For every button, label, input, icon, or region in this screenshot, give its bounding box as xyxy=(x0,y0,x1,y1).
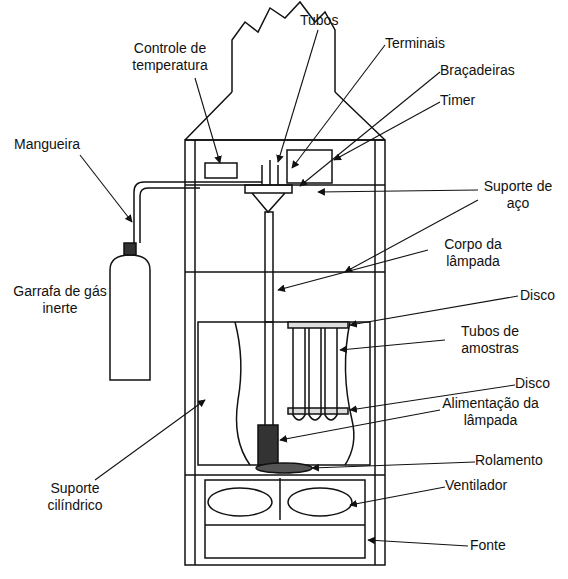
lamp-tubes xyxy=(262,160,278,185)
lamp-fixture xyxy=(245,185,292,212)
cabinet xyxy=(185,140,385,565)
part-label: Tubos de amostras xyxy=(445,323,535,357)
part-label: Suporte de aço xyxy=(478,178,558,212)
part-label: Corpo da lâmpada xyxy=(428,236,518,270)
part-label: Suporte cilíndrico xyxy=(25,480,125,514)
power-supply xyxy=(205,480,365,558)
fan-blade xyxy=(208,488,272,516)
lamp-feed xyxy=(258,425,278,465)
cabinet-wall xyxy=(194,140,196,565)
part-label: Mangueira xyxy=(14,136,104,153)
bottle-valve xyxy=(124,243,136,255)
sample-tube xyxy=(309,328,321,420)
part-label: Timer xyxy=(440,92,500,109)
part-label: Disco xyxy=(515,375,565,392)
hose xyxy=(140,188,200,243)
disc xyxy=(288,322,348,328)
part-label: Fonte xyxy=(470,537,530,554)
cylindrical-support xyxy=(198,322,370,465)
fan-blade xyxy=(288,488,352,516)
fan-shaft xyxy=(279,478,281,520)
shelf xyxy=(185,271,385,273)
part-label: Ventilador xyxy=(445,477,535,494)
leader-lines xyxy=(80,30,518,546)
part-label: Terminais xyxy=(385,35,465,52)
part-label: Disco xyxy=(520,287,568,304)
part-label: Controle de temperatura xyxy=(120,40,220,74)
part-label: Rolamento xyxy=(475,452,565,469)
hood xyxy=(185,92,385,140)
cutaway-edge xyxy=(235,322,250,465)
gas-bottle xyxy=(110,255,150,380)
temperature-control xyxy=(205,163,237,178)
hose xyxy=(134,182,262,243)
part-label: Alimentação da lâmpada xyxy=(438,395,543,429)
bearing xyxy=(256,463,312,473)
part-label: Tubos xyxy=(300,12,360,29)
cutaway-edge xyxy=(345,322,354,465)
sample-tube xyxy=(293,328,305,420)
cabinet-wall xyxy=(374,140,376,565)
part-label: Braçadeiras xyxy=(440,62,550,79)
part-label: Garrafa de gás inerte xyxy=(10,283,110,317)
sample-tube xyxy=(325,328,337,420)
disc xyxy=(288,408,348,414)
fan-base xyxy=(205,524,365,526)
shelf xyxy=(185,474,385,476)
